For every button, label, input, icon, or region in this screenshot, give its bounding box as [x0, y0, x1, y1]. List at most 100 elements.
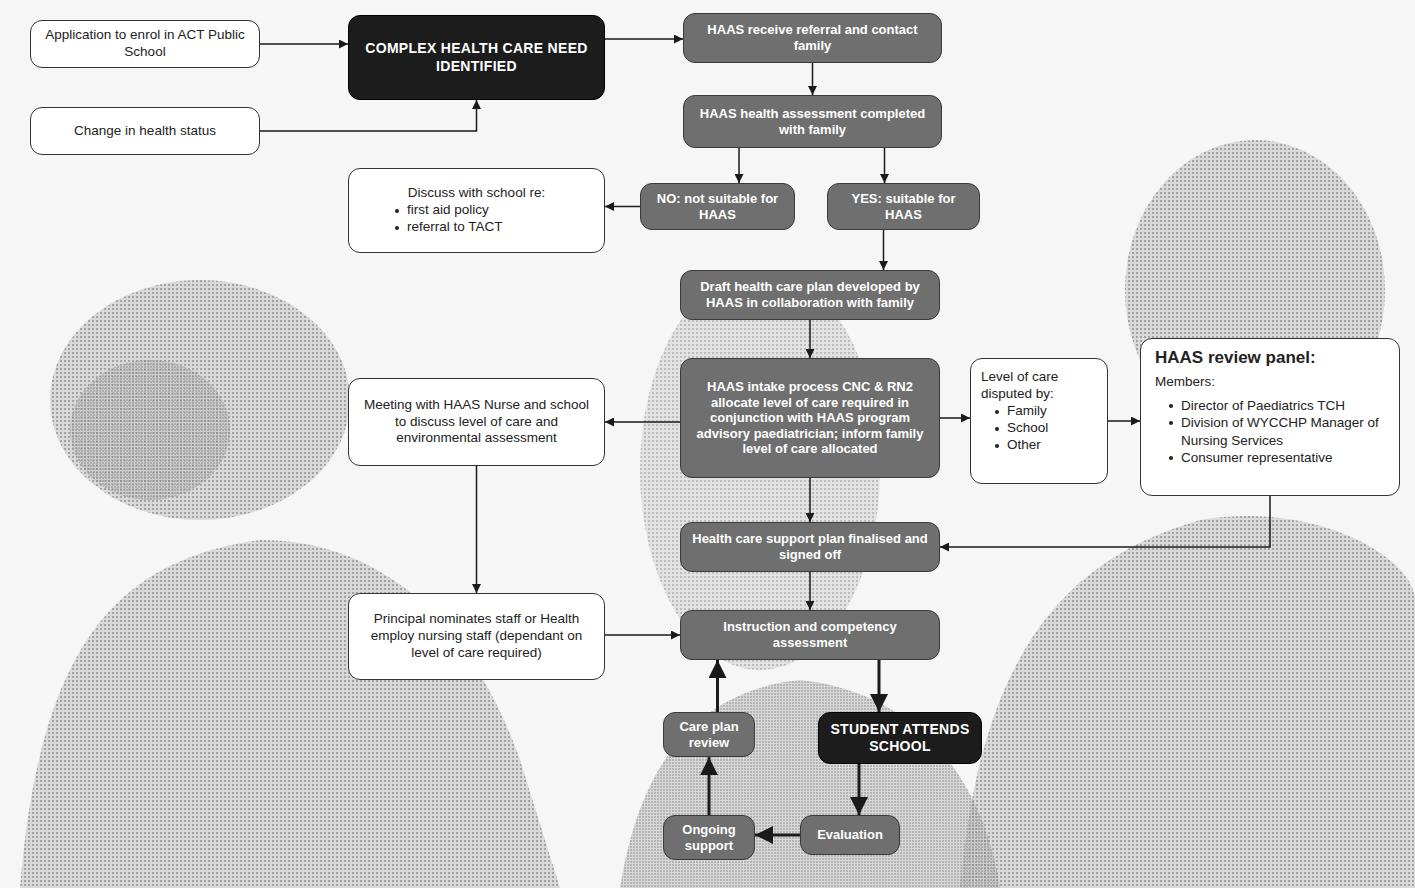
flow-arrow [940, 417, 970, 419]
label-text: first aid policy [407, 202, 489, 219]
process-box: Draft health care plan developed by HAAS… [680, 270, 940, 320]
text-row: Draft health care plan developed by HAAS… [691, 279, 929, 310]
label-text: Principal nominates staff or Health empl… [359, 611, 594, 662]
child-body [960, 516, 1415, 888]
text-row: first aid policy [395, 202, 489, 219]
process-box: Health care support plan finalised and s… [680, 522, 940, 572]
process-box: HAAS health assessment completed with fa… [683, 95, 942, 148]
text-row: Other [995, 437, 1041, 454]
text-row: Members: [1155, 373, 1215, 391]
label-text: Evaluation [817, 827, 883, 843]
label-text: HAAS intake process CNC & RN2 allocate l… [691, 379, 929, 457]
flow-arrow [809, 572, 811, 610]
flow-arrow [809, 320, 811, 358]
process-box: HAAS receive referral and contact family [683, 13, 942, 63]
process-box: Instruction and competency assessment [680, 610, 940, 660]
flow-arrow [260, 43, 348, 45]
label-text: Division of WYCCHP Manager of Nursing Se… [1181, 414, 1385, 449]
label-text: Health care support plan finalised and s… [691, 531, 929, 562]
label-text: Family [1007, 403, 1047, 420]
flow-arrow [476, 466, 478, 593]
flow-arrow [858, 764, 861, 815]
text-row: Level of care disputed by: [981, 369, 1097, 403]
label-text: Consumer representative [1181, 449, 1333, 467]
process-box: HAAS intake process CNC & RN2 allocate l… [680, 358, 940, 478]
flow-arrow [605, 634, 680, 636]
text-row: Care plan review [674, 719, 744, 750]
label-text: HAAS health assessment completed with fa… [694, 106, 931, 137]
label-text: referral to TACT [407, 219, 503, 236]
label-text: Other [1007, 437, 1041, 454]
flow-arrow [260, 100, 477, 131]
label-text: Care plan review [674, 719, 744, 750]
flow-arrow [884, 148, 886, 183]
label-text: Instruction and competency assessment [691, 619, 929, 650]
flow-arrow [755, 834, 800, 837]
bullet-dot [995, 444, 999, 448]
dispute-box: Level of care disputed by:FamilySchoolOt… [970, 358, 1108, 484]
bullet-dot [995, 410, 999, 414]
text-row: referral to TACT [395, 219, 503, 236]
text-row: Director of Paediatrics TCH [1169, 397, 1345, 415]
text-row: Meeting with HAAS Nurse and school to di… [359, 397, 594, 448]
text-row: School [995, 420, 1048, 437]
label-text: Draft health care plan developed by HAAS… [691, 279, 929, 310]
label-text: HAAS review panel: [1155, 347, 1316, 369]
text-row: Evaluation [817, 827, 883, 843]
text-row: Consumer representative [1169, 449, 1333, 467]
flow-arrow [940, 496, 1270, 547]
label-text: School [1007, 420, 1048, 437]
flow-arrow [883, 230, 885, 270]
flow-arrow [605, 421, 680, 423]
bullet-dot [1169, 456, 1173, 460]
label-text: Level of care disputed by: [981, 369, 1097, 403]
decision-box: NO: not suitable for HAAS [640, 183, 795, 230]
desk-shape [620, 680, 1000, 888]
text-row: YES: suitable for HAAS [838, 191, 969, 222]
text-row: HAAS intake process CNC & RN2 allocate l… [691, 379, 929, 457]
text-row: STUDENT ATTENDS SCHOOL [829, 721, 971, 756]
decision-box: YES: suitable for HAAS [827, 183, 980, 230]
label-text: Discuss with school re: [408, 185, 545, 202]
label-text: HAAS receive referral and contact family [694, 22, 931, 53]
flow-arrow [708, 757, 711, 815]
label-text: STUDENT ATTENDS SCHOOL [829, 721, 971, 756]
bullet-dot [395, 226, 399, 230]
label-text: Application to enrol in ACT Public Schoo… [41, 27, 249, 61]
meeting-box: Meeting with HAAS Nurse and school to di… [348, 378, 605, 466]
label-text: NO: not suitable for HAAS [651, 191, 784, 222]
flow-arrow [738, 148, 740, 183]
flow-arrow [809, 478, 811, 522]
text-row: Principal nominates staff or Health empl… [359, 611, 594, 662]
text-row: Health care support plan finalised and s… [691, 531, 929, 562]
text-row: Change in health status [74, 123, 216, 140]
label-text: YES: suitable for HAAS [838, 191, 969, 222]
label-text: COMPLEX HEALTH CARE NEED IDENTIFIED [359, 40, 594, 75]
cycle-box: Evaluation [800, 815, 900, 855]
child-face [70, 360, 230, 500]
text-row: HAAS receive referral and contact family [694, 22, 931, 53]
cycle-box: Ongoing support [663, 815, 755, 860]
bullet-dot [995, 427, 999, 431]
note-box: Discuss with school re:first aid policyr… [348, 168, 605, 253]
text-row: NO: not suitable for HAAS [651, 191, 784, 222]
flow-arrow [812, 63, 814, 95]
text-row: Discuss with school re: [408, 185, 545, 202]
child-head [50, 280, 350, 520]
flow-arrow [605, 206, 640, 208]
text-row: HAAS health assessment completed with fa… [694, 106, 931, 137]
bullet-dot [1169, 421, 1173, 425]
text-row: Instruction and competency assessment [691, 619, 929, 650]
label-text: Meeting with HAAS Nurse and school to di… [359, 397, 594, 448]
start-box: Application to enrol in ACT Public Schoo… [30, 20, 260, 68]
key-box: COMPLEX HEALTH CARE NEED IDENTIFIED [348, 15, 605, 100]
panel-box: HAAS review panel: Members: Director of Pa… [1140, 338, 1400, 496]
start-box: Change in health status [30, 107, 260, 155]
flow-arrow [878, 660, 881, 712]
text-row: HAAS review panel: [1155, 347, 1316, 369]
flow-arrow [716, 660, 719, 712]
label-text: Change in health status [74, 123, 216, 140]
bullet-dot [1169, 404, 1173, 408]
